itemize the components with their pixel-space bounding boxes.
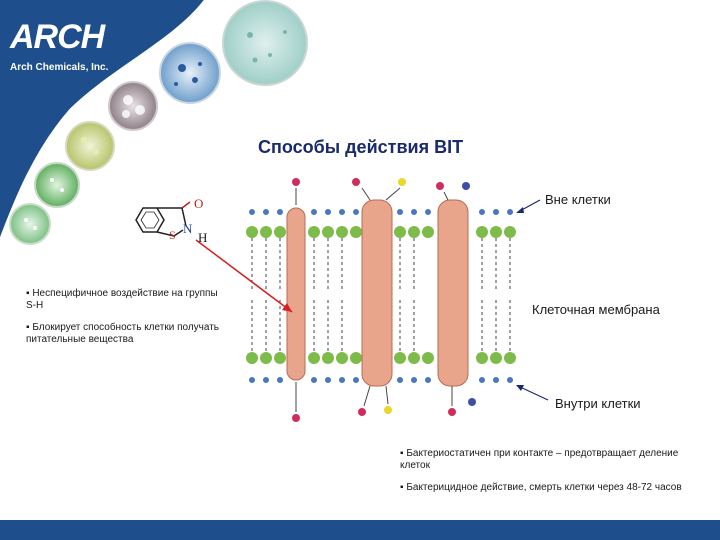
cell-membrane-diagram [246, 178, 516, 422]
petri-dish-2 [159, 42, 221, 104]
label-outside: Вне клетки [545, 192, 611, 207]
brand-name: ARCH [10, 18, 105, 56]
atom-s: S [169, 228, 176, 242]
protein-channel-1 [286, 207, 306, 381]
atom-o: O [194, 196, 204, 211]
action-arrow [195, 239, 293, 313]
slide-title: Способы действия BIT [258, 137, 464, 157]
petri-dish-1 [222, 0, 308, 86]
brand-subtitle: Arch Chemicals, Inc. [10, 62, 109, 73]
petri-dish-5 [34, 162, 80, 208]
bullets-left: ▪ Неспецифичное воздействие на группы S-… [26, 288, 226, 356]
protein-channel-2 [361, 199, 393, 387]
atom-h: H [198, 230, 208, 245]
pointer-inside [517, 385, 549, 401]
label-inside: Внутри клетки [555, 396, 641, 411]
bit-molecule [135, 201, 191, 237]
brand-band [0, 0, 205, 240]
petri-dish-4 [65, 121, 115, 171]
bullet-item: ▪ Блокирует способность клетки получать … [26, 322, 220, 345]
bullet-item: ▪ Неспецифичное воздействие на группы S-… [26, 288, 218, 311]
bullet-item: ▪ Бактерицидное действие, смерть клетки … [400, 482, 682, 493]
protein-channel-3 [437, 199, 469, 387]
lipid-heads-top [246, 209, 516, 238]
bullets-right: ▪ Бактериостатичен при контакте – предот… [400, 448, 690, 504]
petri-dish-6 [9, 203, 51, 245]
lipid-heads-bottom [246, 352, 516, 383]
footer-bar [0, 520, 720, 540]
atom-n: N [183, 221, 193, 236]
label-membrane: Клеточная мембрана [532, 302, 660, 317]
bullet-item: ▪ Бактериостатичен при контакте – предот… [400, 448, 679, 471]
petri-dish-3 [108, 81, 158, 131]
